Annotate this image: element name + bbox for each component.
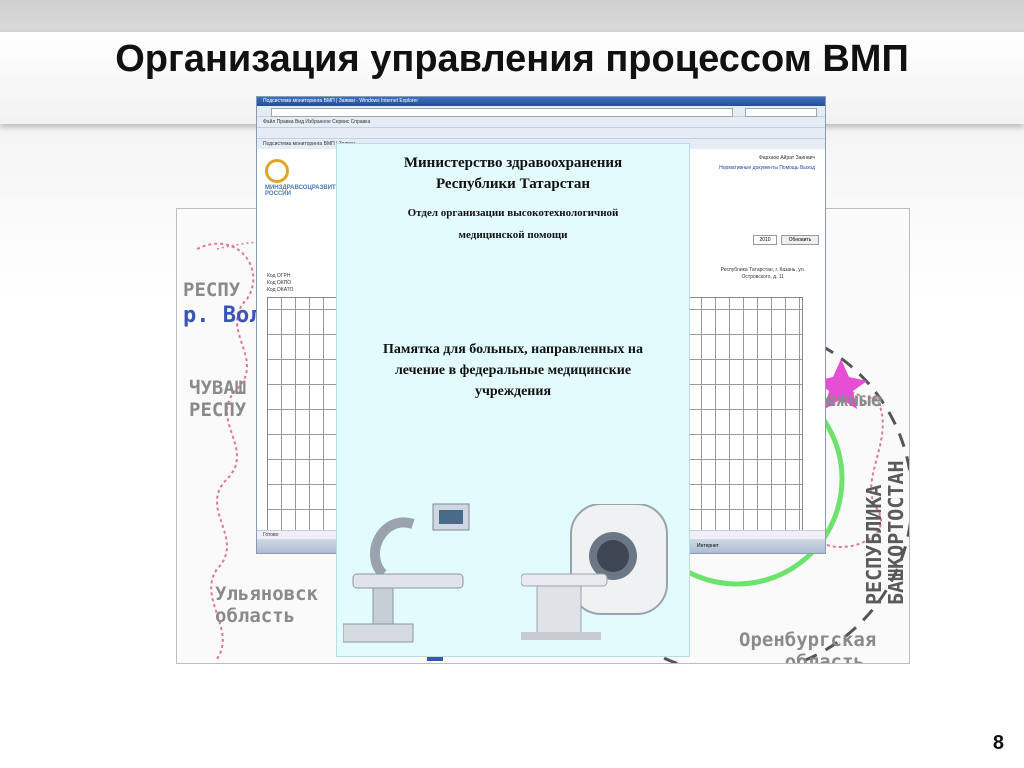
header-links[interactable]: Нормативные документы Помощь Выход xyxy=(719,165,815,171)
org-codes: Код ОГРН Код ОКПО Код ОКАТО xyxy=(267,273,294,293)
mri-scanner-illustration xyxy=(521,504,668,640)
browser-favorites xyxy=(257,128,825,139)
browser-menu[interactable]: Файл Правка Вид Избранное Сервис Справка xyxy=(257,117,825,128)
angiography-equipment-illustration xyxy=(343,503,470,643)
user-name: Фархаов Айрат Заинвич xyxy=(758,155,815,161)
map-label-chuvash: ЧУВАШ РЕСПУ xyxy=(189,377,247,421)
browser-titlebar: Подсистема мониторинга ВМП | Заявки - Wi… xyxy=(257,97,825,106)
search-input[interactable] xyxy=(745,108,817,117)
org-address: Республика Татарстан, г. Казань, ул. Ост… xyxy=(720,267,805,280)
memo-title: Памятка для больных, направленных на леч… xyxy=(383,342,643,399)
magenta-star-marker xyxy=(815,359,867,409)
ministry-logo-text: МИНЗДРАВСОЦРАЗВИТИЯ РОССИИ xyxy=(265,185,345,197)
map-label-respublika: РЕСПУ xyxy=(183,279,241,301)
map-label-volga: р. Вол xyxy=(183,303,263,328)
page-number: 8 xyxy=(992,732,1004,754)
map-label-bashkortostan: РЕСПУБЛИКА БАШКОРТОСТАН xyxy=(862,460,908,606)
address-input[interactable] xyxy=(271,108,733,117)
slide-title: Организация управления процессом ВМП xyxy=(115,38,909,80)
refresh-button[interactable]: Обновить xyxy=(781,235,819,245)
taskbar-internet-label: Интернет xyxy=(697,543,719,549)
map-label-ulyanovsk: Ульяновск область xyxy=(215,583,318,627)
memo-ministry: Министерство здравоохранения Республики … xyxy=(403,155,623,192)
year-select[interactable]: 2010 xyxy=(753,235,777,245)
memo-department: Отдел организации высокотехнологичной ме… xyxy=(407,207,619,241)
memo-card: Министерство здравоохранения Республики … xyxy=(336,143,690,657)
browser-address-bar xyxy=(257,106,825,117)
map-label-orenburg: Оренбургская область xyxy=(739,629,877,664)
map-label-naberezhnye: ежные xyxy=(825,389,883,411)
ministry-logo-icon xyxy=(265,159,289,183)
